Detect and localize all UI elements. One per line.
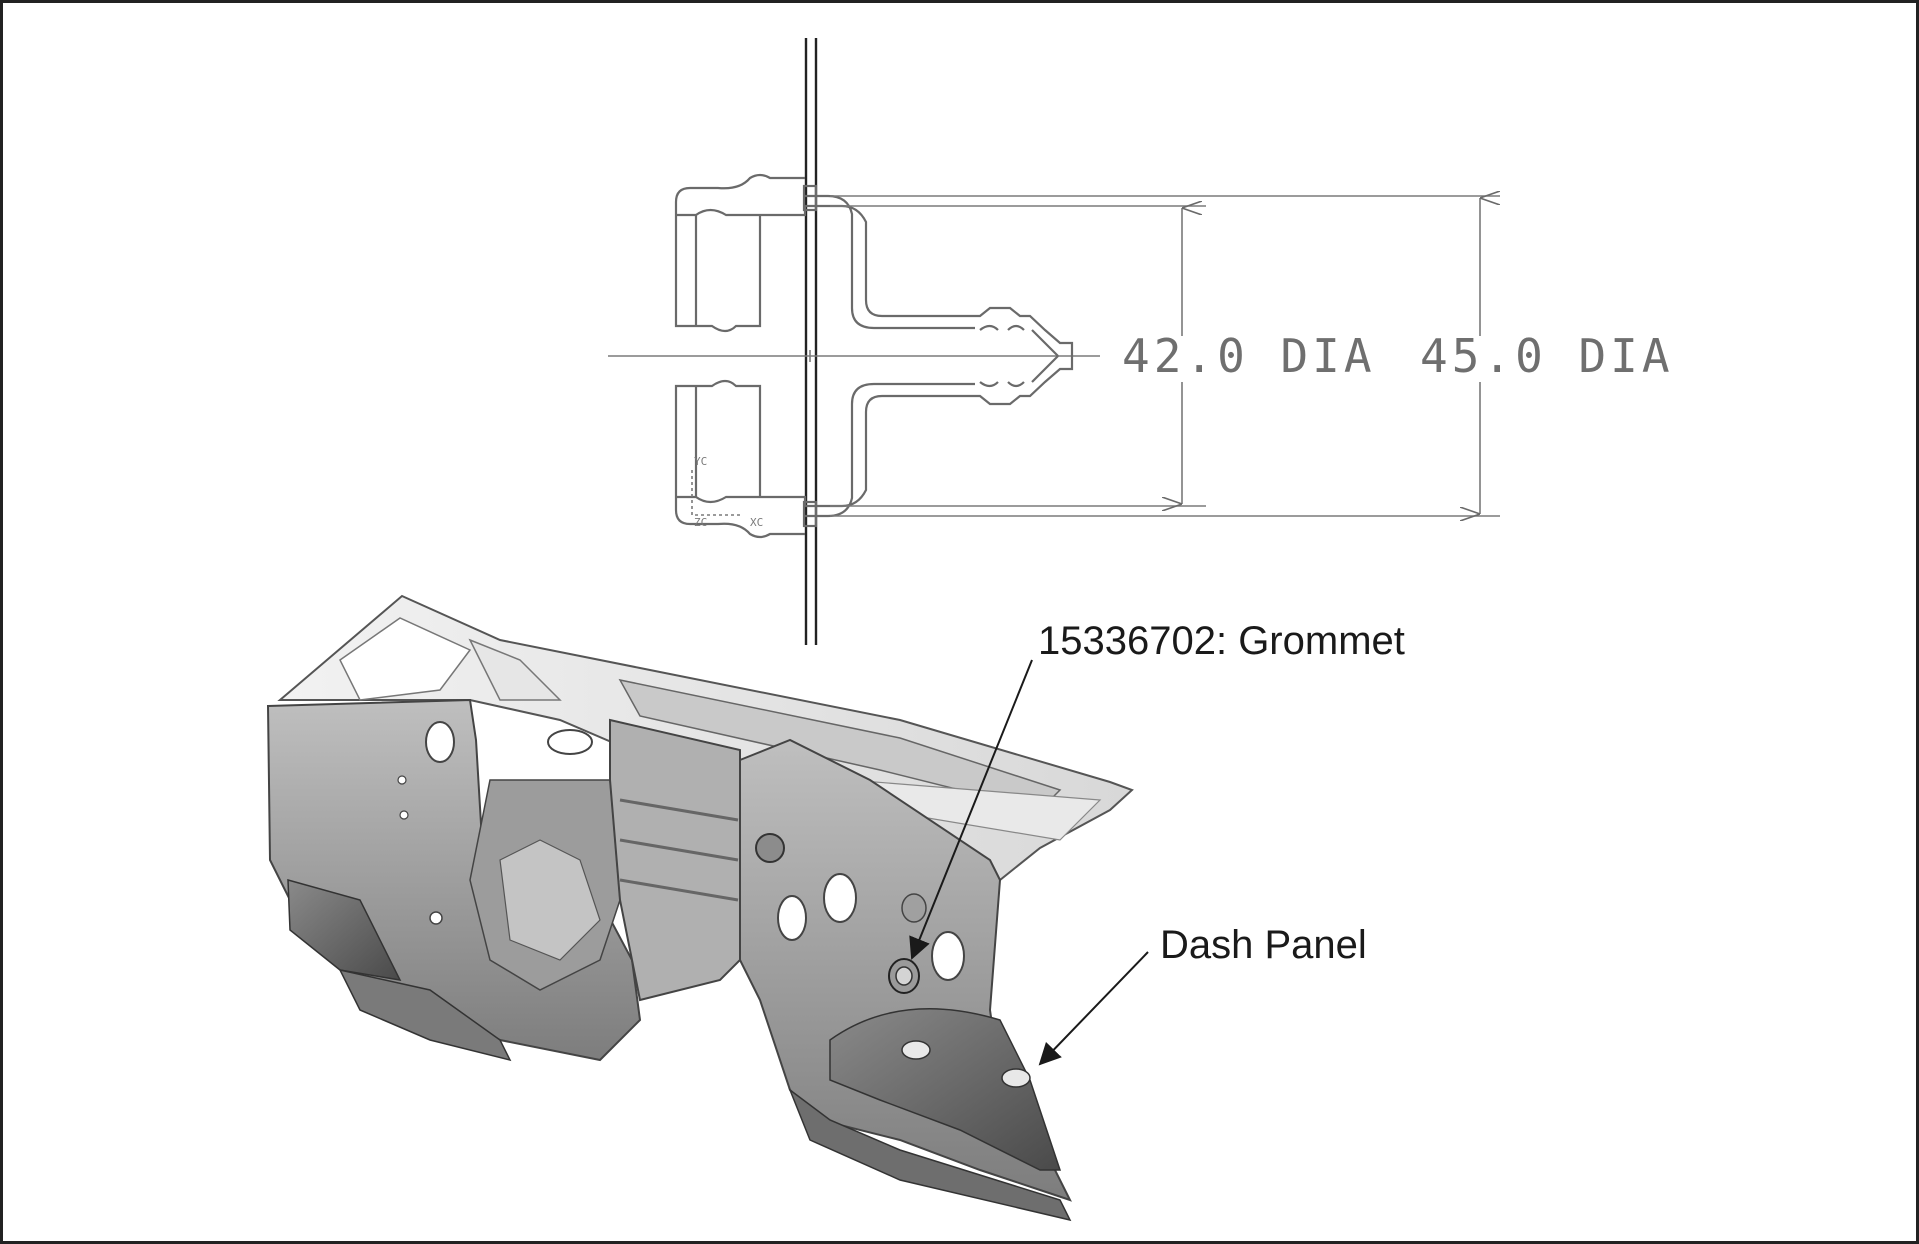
panel-stud	[755, 833, 785, 863]
panel-hole	[547, 729, 593, 755]
panel-hole	[823, 873, 857, 923]
label-dash-panel: Dash Panel	[1160, 923, 1367, 967]
dimension-45-dia: 45.0 DIA	[1420, 329, 1674, 383]
dimension-42-dia: 42.0 DIA	[1122, 329, 1376, 383]
callout-grommet: 15336702: Grommet	[909, 619, 1405, 960]
leader-dash-panel	[1038, 951, 1149, 1066]
grommet-on-panel	[888, 958, 920, 994]
panel-hole	[425, 721, 455, 763]
panel-hole	[777, 895, 807, 941]
grommet-section-view: YC ZC XC 42.0 DIA 45.0 DIA	[608, 38, 1674, 645]
dash-panel-illustration	[266, 594, 1134, 1222]
label-grommet: 15336702: Grommet	[1038, 619, 1405, 663]
axis-label-yc: YC	[694, 455, 707, 468]
callout-dash-panel: Dash Panel	[1038, 923, 1367, 1066]
leader-grommet	[909, 659, 1033, 960]
coordinate-axis-triad	[691, 470, 742, 516]
axis-label-zc: ZC	[694, 516, 707, 529]
axis-label-xc: XC	[750, 516, 763, 529]
panel-hole	[931, 931, 965, 981]
